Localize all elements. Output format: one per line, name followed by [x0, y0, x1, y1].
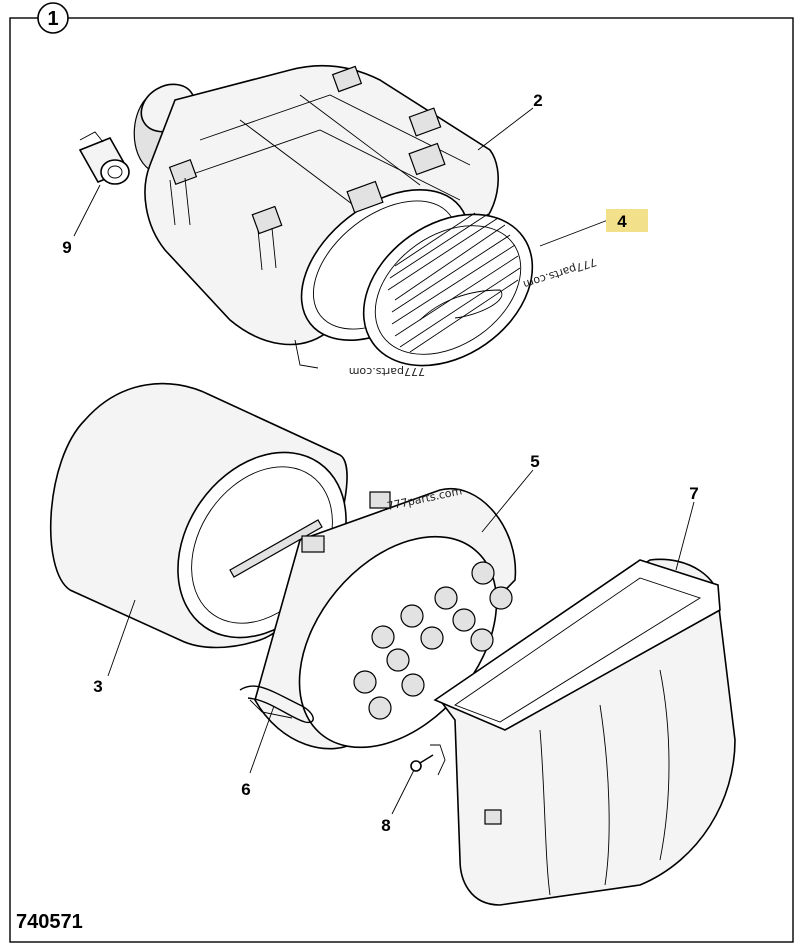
callout-4: 4	[617, 212, 627, 231]
housing-clips	[168, 65, 446, 271]
callout-2: 2	[533, 91, 542, 110]
diagram-border	[9, 17, 794, 943]
callout-7: 7	[689, 484, 698, 503]
screw[interactable]	[410, 744, 446, 776]
figure-reference-number: 1	[47, 8, 58, 30]
callout-6: 6	[241, 780, 250, 799]
callout-4-highlight	[606, 209, 648, 232]
callout-9: 9	[62, 238, 71, 257]
watermark-2: 777parts.com	[349, 365, 425, 378]
callout-8: 8	[381, 816, 390, 835]
figure-reference-badge: 1	[37, 2, 69, 34]
watermark-1: 777parts.com	[522, 255, 599, 291]
grille-cover[interactable]	[335, 183, 561, 397]
leader-lines	[73, 107, 695, 815]
callout-5: 5	[530, 452, 539, 471]
grille-slats	[387, 212, 521, 353]
callout-3: 3	[93, 677, 102, 696]
drawing-number: 740571	[16, 911, 83, 933]
retaining-clip-wire[interactable]	[239, 685, 314, 724]
filter-tube-ends	[353, 561, 513, 720]
precleaner-cover[interactable]	[433, 558, 736, 906]
restriction-indicator[interactable]	[78, 131, 130, 185]
